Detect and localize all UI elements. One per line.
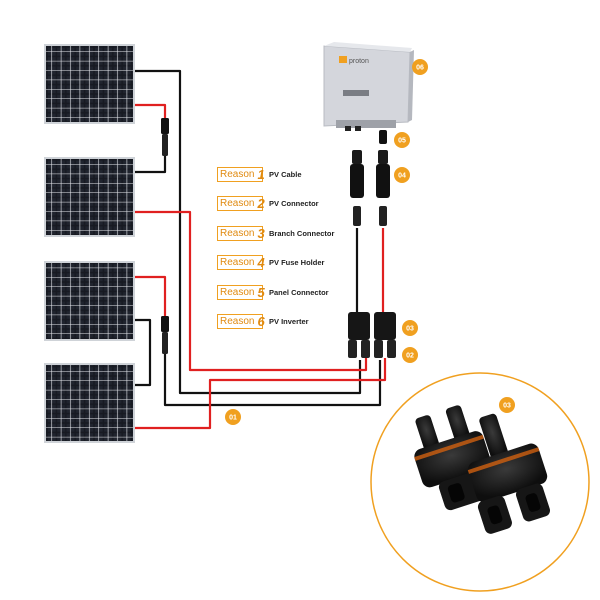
inverter-logo-mark (339, 56, 347, 63)
svg-text:03: 03 (406, 326, 414, 333)
pv-fuse-holder (376, 150, 390, 226)
pv-connector-pair-left (350, 150, 364, 226)
badge-01: 01 (225, 409, 241, 425)
legend-label: PV Connector (269, 198, 319, 208)
svg-text:04: 04 (398, 173, 406, 180)
zoom-connector-left (414, 405, 492, 511)
svg-text:03: 03 (503, 403, 511, 410)
panel-connector-5 (379, 130, 387, 144)
zoom-connector-right (467, 413, 550, 534)
inverter-display (343, 90, 369, 96)
panel-connector-1 (161, 118, 169, 156)
panel-connector-2 (161, 316, 169, 354)
branch-connector-right (374, 312, 396, 358)
badge-03: 03 (402, 320, 418, 336)
svg-text:01: 01 (229, 415, 237, 422)
legend-label: PV Fuse Holder (269, 257, 325, 267)
solar-panel-3 (44, 261, 135, 341)
legend-label: Panel Connector (269, 287, 329, 297)
badge-05: 05 (394, 132, 410, 148)
legend-label: Branch Connector (269, 228, 335, 238)
pv-inverter: proton (323, 42, 414, 131)
solar-panel-2 (44, 157, 135, 237)
branch-connector-zoom (370, 372, 590, 592)
svg-text:02: 02 (406, 353, 414, 360)
solar-panel-1 (44, 44, 135, 124)
pv-cables (135, 69, 387, 430)
legend-label: PV Cable (269, 169, 302, 179)
solar-panel-4 (44, 363, 135, 443)
badge-03-zoom: 03 (499, 397, 515, 413)
branch-connector-left (348, 312, 370, 358)
inverter-brand: proton (349, 58, 369, 65)
badge-02: 02 (402, 347, 418, 363)
svg-text:05: 05 (398, 138, 406, 145)
svg-text:06: 06 (416, 65, 424, 72)
legend-label: PV Inverter (269, 316, 309, 326)
badge-04: 04 (394, 167, 410, 183)
badge-06: 06 (412, 59, 428, 75)
